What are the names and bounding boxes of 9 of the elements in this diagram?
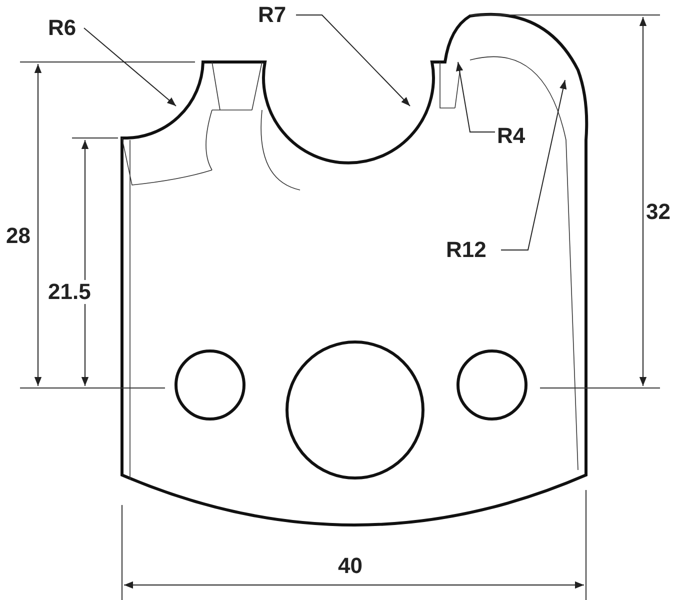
radius-label: R7 — [258, 3, 286, 27]
radius-label: R12 — [446, 238, 486, 262]
leader-line — [500, 80, 567, 250]
leader-line — [456, 62, 496, 132]
dimension-label: 21.5 — [48, 280, 91, 304]
leader-line — [84, 28, 176, 106]
radius-label: R6 — [48, 16, 76, 40]
leader-line — [296, 14, 410, 106]
radius-label: R4 — [497, 124, 526, 148]
